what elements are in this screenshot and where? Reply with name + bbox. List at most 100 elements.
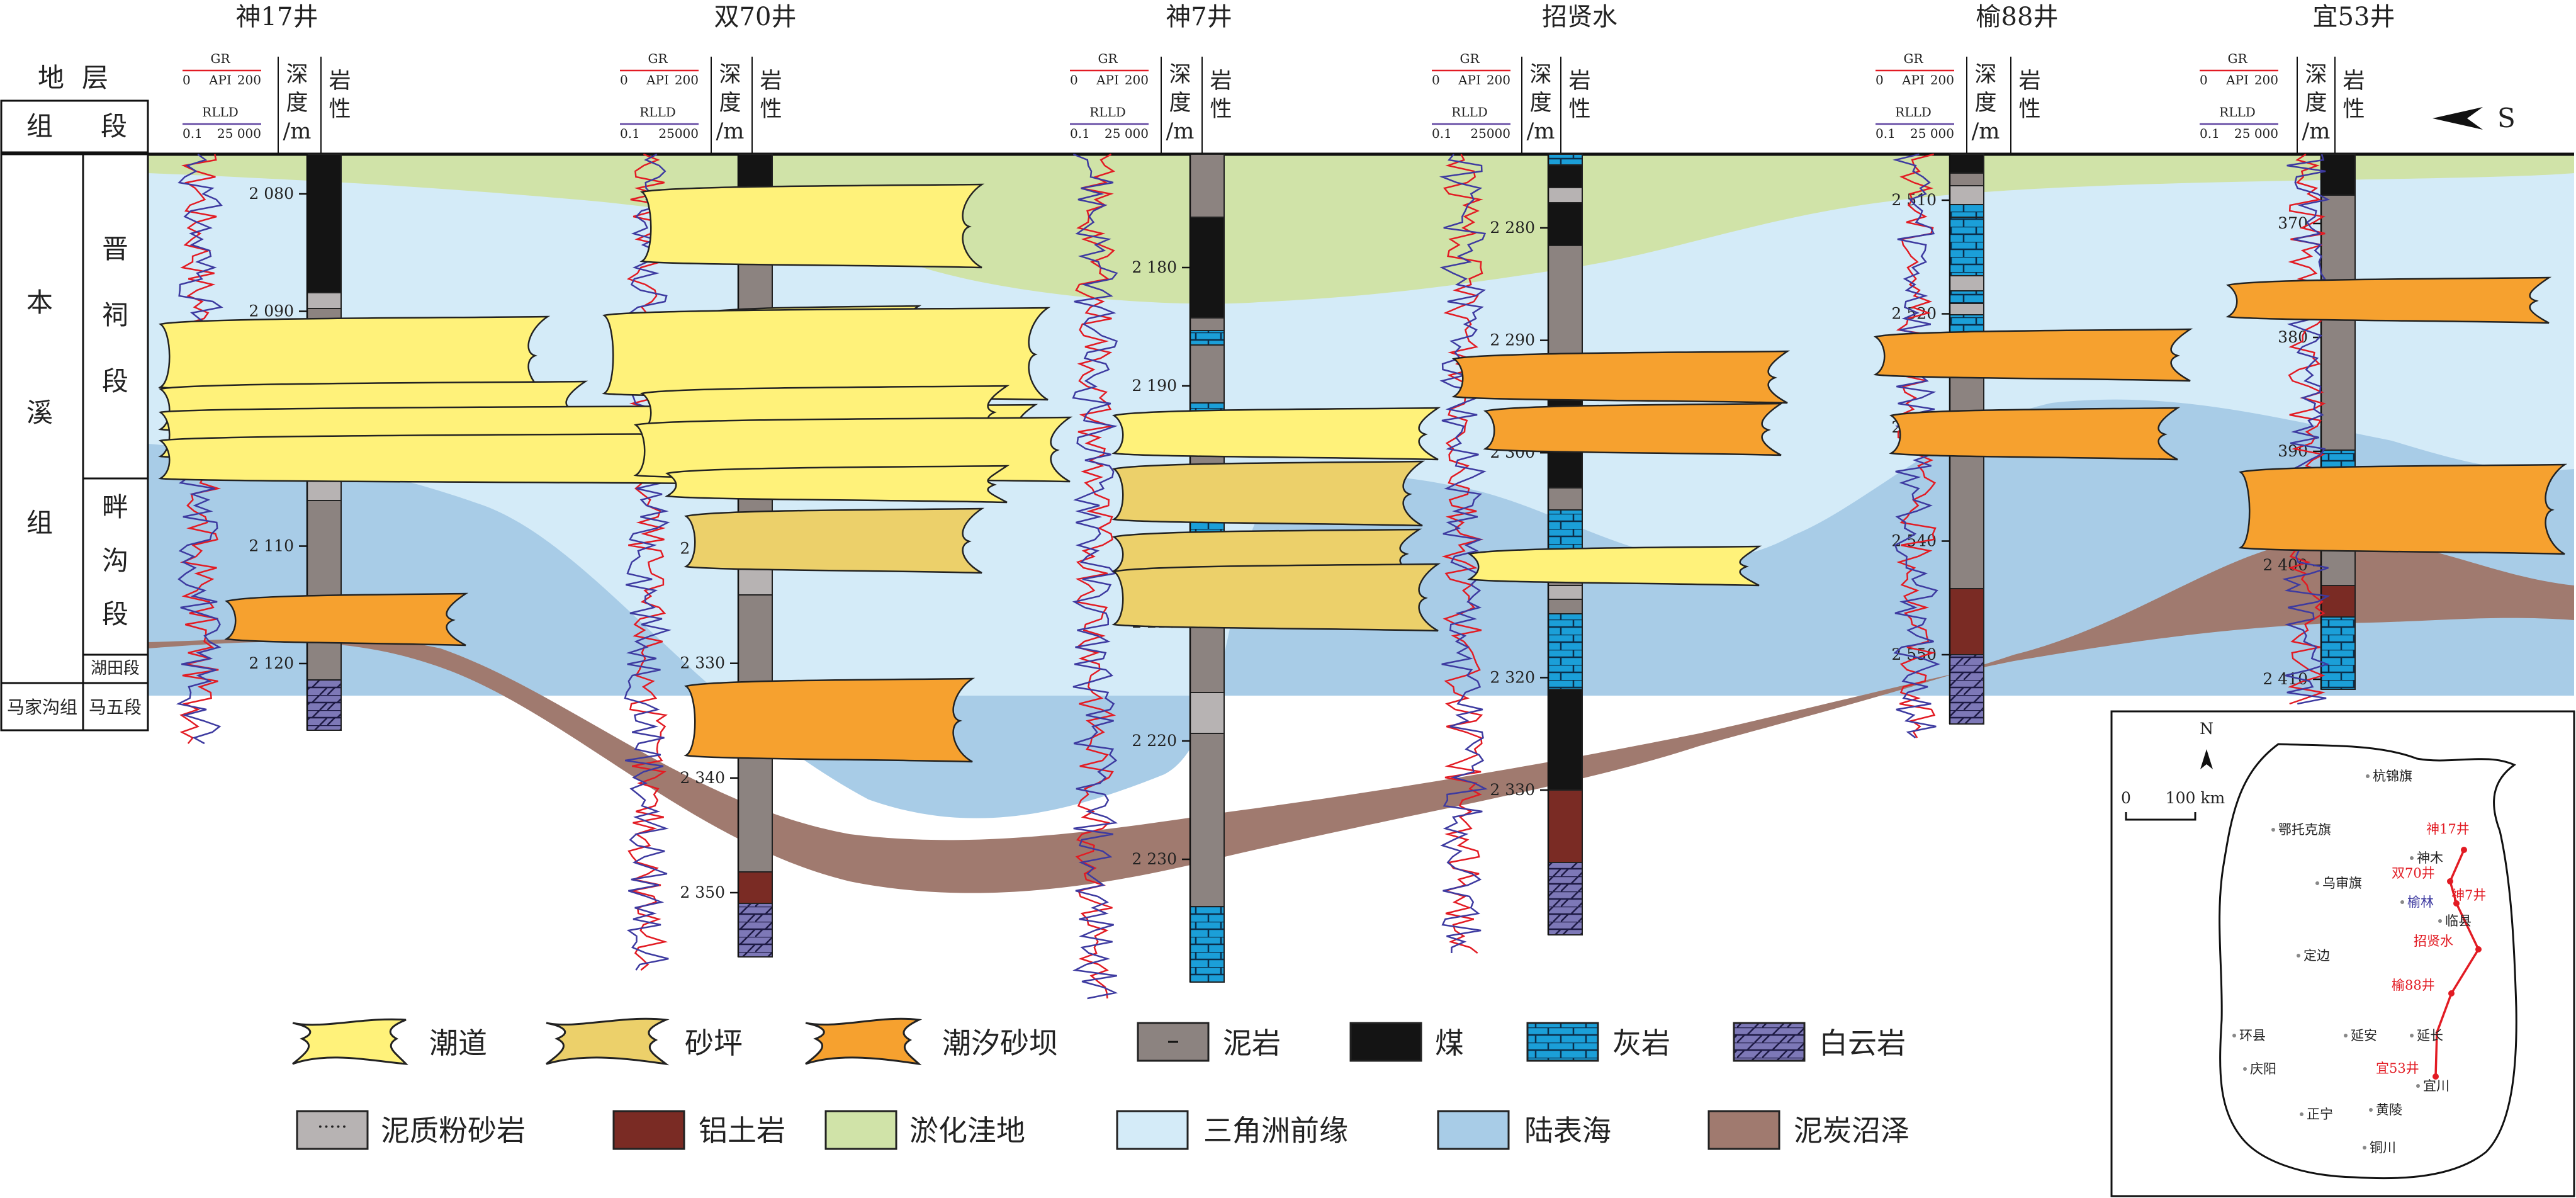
legend-bauxite-label: 铝土岩 [699, 1114, 785, 1148]
direction-arrow-icon [2433, 107, 2483, 130]
litho-coal [1548, 202, 1583, 246]
map-frame [2110, 710, 2575, 1197]
legend-limestone-label: 灰岩 [1612, 1026, 1670, 1060]
legend-silty-mud-swatch [296, 1110, 369, 1150]
depth-header-3: /m [1166, 119, 1195, 144]
map-place-label: 延长 [2417, 1028, 2443, 1043]
lithology-column [2320, 154, 2356, 690]
depth-header-1: 深 [2305, 62, 2327, 88]
litho-coal [307, 154, 342, 293]
depth-label: 2 120 [249, 654, 294, 672]
legend-channel-label: 潮道 [429, 1026, 487, 1060]
body-channel [1111, 407, 1441, 461]
pangou-char-2: 沟 [102, 545, 128, 576]
depth-label: 2 340 [680, 769, 725, 787]
map-place-dot [2410, 1034, 2414, 1037]
litho-baux [1949, 588, 1984, 655]
legend-delta-front-swatch [1116, 1110, 1189, 1150]
body-sandflat [1111, 460, 1426, 527]
rlld-label: RLLD [1895, 105, 1932, 120]
map-place-dot [2232, 1034, 2236, 1037]
direction-label: S [2497, 103, 2516, 133]
map-place-label: 延安 [2351, 1028, 2377, 1043]
body-tidal_bar [1889, 407, 2181, 461]
well-title: 招贤水 [1542, 3, 1617, 31]
well-title: 榆88井 [1976, 3, 2059, 31]
depth-label: 2 510 [1891, 191, 1937, 209]
direction-arrow: S [2433, 103, 2516, 133]
legend: 潮道 砂坪 潮汐砂坝 泥岩 煤 灰岩 白云岩 ····· 泥质粉砂岩 铝土岩 淤… [292, 1017, 1910, 1150]
map-well-dot [2475, 946, 2482, 952]
benxi-char-2: 溪 [26, 397, 53, 428]
hutian-label: 湖田段 [91, 659, 140, 678]
litho-header-1: 岩 [2343, 69, 2365, 94]
scale-bar [2125, 812, 2196, 821]
litho-mud [1190, 733, 1225, 907]
map-well-dot [2448, 990, 2455, 997]
map-place-dot [2300, 1112, 2303, 1116]
map-place-label: 临县 [2445, 913, 2472, 929]
jinci-char-1: 晋 [102, 234, 128, 264]
depth-header-3: /m [2302, 119, 2331, 144]
api-label: API [1458, 72, 1481, 88]
litho-dolo [738, 903, 773, 958]
benxi-char-1: 本 [26, 287, 53, 318]
map-well-label: 榆88井 [2392, 978, 2435, 993]
map-place-dot [2438, 919, 2442, 923]
litho-silt [1949, 185, 1984, 205]
litho-coal [1190, 217, 1225, 319]
legend-silted-swatch [824, 1110, 897, 1150]
depth-header-2: 度 [286, 91, 308, 116]
well-title: 神17井 [236, 3, 318, 31]
api-max: 200 [1125, 72, 1149, 88]
map-place-dot [2416, 1084, 2420, 1088]
rlld-min: 0.1 [1070, 126, 1090, 141]
depth-header-3: /m [716, 119, 745, 144]
map-well-dot [2461, 847, 2467, 853]
legend-peat-swamp-label: 泥炭沼泽 [1794, 1114, 1910, 1148]
litho-baux [2320, 585, 2356, 618]
api-min: 0 [620, 72, 628, 88]
body-channel [665, 465, 1010, 504]
gr-label: GR [210, 51, 230, 66]
litho-header-2: 性 [2018, 97, 2040, 122]
rlld-max: 25 000 [2234, 126, 2278, 141]
gr-log-curve [1075, 153, 1116, 999]
depth-header-1: 深 [286, 62, 308, 88]
map-place-label: 庆阳 [2250, 1061, 2276, 1077]
litho-silt [1949, 303, 1984, 315]
gr-label: GR [1460, 51, 1480, 66]
legend-epeiric-label: 陆表海 [1524, 1114, 1611, 1148]
litho-lime [1548, 154, 1583, 166]
map-place-label: 黄陵 [2376, 1102, 2402, 1117]
body-channel [602, 307, 1051, 401]
legend-silty-mud-label: 泥质粉砂岩 [381, 1114, 526, 1148]
litho-silt [1190, 692, 1225, 734]
gr-log-curve [1441, 154, 1484, 954]
map-place-label: 杭锦旗 [2373, 769, 2412, 784]
litho-header-2: 性 [1568, 97, 1590, 122]
gr-label: GR [2227, 51, 2247, 66]
litho-header-2: 性 [2343, 97, 2365, 122]
litho-silt [307, 292, 342, 309]
legend-tidal-bar-swatch [805, 1017, 923, 1066]
map-place-dot [2363, 1146, 2366, 1150]
duan-header: 段 [101, 111, 127, 142]
legend-sandflat-swatch [546, 1017, 670, 1066]
legend-dolomite-label: 白云岩 [1819, 1026, 1906, 1060]
map-place-label: 正宁 [2307, 1107, 2333, 1122]
gr-label: GR [1903, 51, 1923, 66]
body-channel [1467, 545, 1762, 587]
legend-delta-front-label: 三角洲前缘 [1203, 1114, 1348, 1148]
body-sandflat [683, 507, 985, 574]
depth-header-3: /m [283, 119, 312, 144]
rlld-max: 25000 [658, 126, 699, 141]
api-max: 200 [237, 72, 261, 88]
north-label: N [2200, 720, 2213, 738]
map-well-dot [2447, 878, 2453, 884]
svg-text:·····: ····· [317, 1116, 347, 1138]
litho-silt [1949, 275, 1984, 291]
litho-coal [1548, 689, 1583, 791]
map-place-dot [2400, 900, 2404, 904]
depth-header-2: 度 [719, 91, 741, 116]
